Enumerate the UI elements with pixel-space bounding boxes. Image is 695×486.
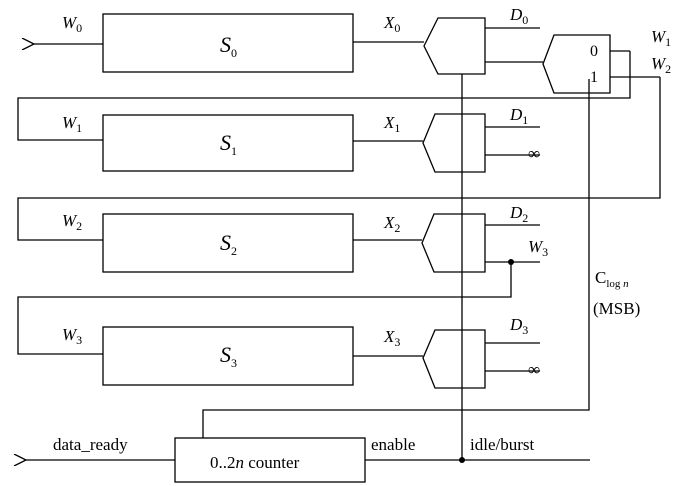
stage-block-s1 [102,114,354,172]
selector-mux-input-1: 1 [590,69,598,86]
signal-label-d3: D3 [509,315,528,337]
selector-mux-body [542,34,611,94]
control-label-msb: (MSB) [593,299,640,318]
signal-label-d2: D2 [509,203,528,225]
signal-label-x2: X2 [383,213,400,235]
stage-1: W1 S1 X1 D1 ∞ [62,105,540,173]
mux-stage-2 [421,213,486,273]
stage-3: W3 S3 X3 D3 ∞ [62,315,540,389]
signal-label-x3: X3 [383,327,400,349]
control-label-clog: Clog n [595,268,629,290]
mux-stage-1 [422,113,486,173]
selector-mux-input-0: 0 [590,43,598,60]
mux-stage-3 [422,329,486,389]
idle-burst-label: idle/burst [470,435,534,454]
stage-label-s2: S2 [220,230,237,258]
infinity-input-3: ∞ [528,360,540,379]
signal-label-w1-out: W1 [651,27,671,49]
signal-label-d1: D1 [509,105,528,127]
signal-label-x1: X1 [383,113,400,135]
enable-label: enable [371,435,415,454]
feedback-wire-w2 [17,77,661,241]
signal-label-x0: X0 [383,13,400,35]
infinity-input-1: ∞ [528,144,540,163]
stage-block-s3 [102,326,354,386]
mux-stage-0 [423,17,486,75]
signal-label-w1: W1 [62,113,82,135]
feedback-wire-w1 [17,51,631,141]
signal-label-w2: W2 [62,211,82,233]
stage-label-s1: S1 [220,130,237,158]
stage-0: S0 W0 X0 D0 [34,5,543,75]
signal-label-w3: W3 [62,325,82,347]
stage-label-s3: S3 [220,342,237,370]
counter-label: 0..2n counter [210,453,300,472]
signal-label-w3-in: W3 [528,237,548,259]
msb-control-wire [202,79,590,438]
signal-label-w0: W0 [62,13,82,35]
counter: 0..2n counter data_ready enable idle/bur… [26,435,590,483]
stage-block-s0 [102,13,354,73]
stage-block-s2 [102,213,354,273]
feedback-wire-w3 [17,262,512,355]
stage-2: W2 S2 X2 D2 W3 [62,203,548,273]
signal-label-d0: D0 [509,5,528,27]
stage-label-s0: S0 [220,32,237,60]
selector-mux: 0 1 W1 W2 [542,27,671,94]
signal-label-w2-out: W2 [651,54,671,76]
data-ready-label: data_ready [53,435,128,454]
